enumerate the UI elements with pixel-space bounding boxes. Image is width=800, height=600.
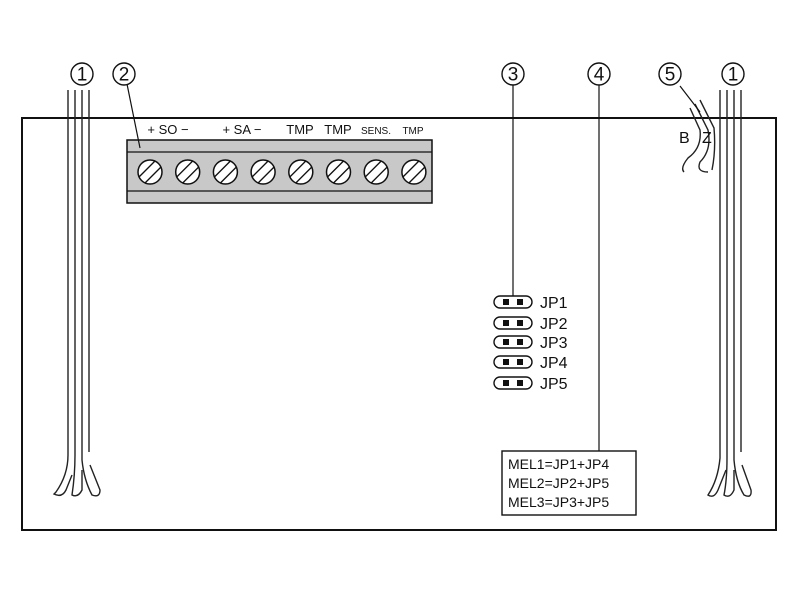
left-cable <box>52 90 101 497</box>
circuit-board-outline <box>21 117 777 531</box>
terminal-screw-icon <box>212 159 239 185</box>
callout-2: 2 <box>112 62 136 86</box>
terminal-label-sens: SENS. <box>361 126 391 137</box>
jumper-legend: MEL1=JP1+JP4 MEL2=JP2+JP5 MEL3=JP3+JP5 <box>501 450 637 516</box>
jumper-label-jp1: JP1 <box>540 295 568 312</box>
callout-1-right: 1 <box>721 62 745 86</box>
buzzer-wires <box>681 99 716 173</box>
legend-mel2: MEL2=JP2+JP5 <box>508 475 609 491</box>
terminal-block <box>126 139 433 204</box>
jumper-label-jp5: JP5 <box>540 376 568 393</box>
callout-1-left: 1 <box>70 62 94 86</box>
jumper-jp4: JP4 <box>493 355 568 372</box>
jumper-jp5: JP5 <box>493 376 568 393</box>
terminal-screw-icon <box>137 159 163 185</box>
right-cable <box>707 90 752 497</box>
svg-text:1: 1 <box>77 65 88 86</box>
svg-text:1: 1 <box>728 65 739 86</box>
svg-text:4: 4 <box>594 65 605 86</box>
terminal-screw-icon <box>401 159 427 185</box>
terminal-screw-icon <box>288 159 314 185</box>
callout-leader-2 <box>126 83 141 149</box>
buzzer-label-b: B <box>679 130 690 147</box>
callout-leader-5 <box>679 85 701 113</box>
svg-text:3: 3 <box>508 65 519 86</box>
jumper-label-jp4: JP4 <box>540 355 568 372</box>
callout-4: 4 <box>587 62 611 86</box>
terminal-screw-icon <box>250 159 276 185</box>
buzzer-label-z: Z <box>702 130 712 147</box>
jumper-label-jp2: JP2 <box>540 316 568 333</box>
legend-mel3: MEL3=JP3+JP5 <box>508 494 609 510</box>
terminal-screw-icon <box>174 159 201 185</box>
svg-text:5: 5 <box>665 65 676 86</box>
jumper-group: JP1 JP2 JP3 JP4 JP5 <box>493 295 568 393</box>
terminal-label-sa: + SA − <box>222 122 261 137</box>
callout-3: 3 <box>501 62 525 86</box>
jumper-label-jp3: JP3 <box>540 335 568 352</box>
callout-5: 5 <box>658 62 682 86</box>
jumper-jp1: JP1 <box>493 295 568 312</box>
terminal-screws <box>137 159 427 185</box>
terminal-label-tmp-2: TMP <box>324 122 351 137</box>
terminal-label-tmp-3: TMP <box>402 126 423 137</box>
svg-text:2: 2 <box>119 65 130 86</box>
legend-mel1: MEL1=JP1+JP4 <box>508 456 609 472</box>
terminal-screw-icon <box>325 159 352 185</box>
terminal-screw-icon <box>363 159 389 185</box>
jumper-jp2: JP2 <box>493 316 568 333</box>
jumper-jp3: JP3 <box>493 335 568 352</box>
terminal-label-tmp-1: TMP <box>286 122 313 137</box>
terminal-label-so: + SO − <box>147 122 188 137</box>
